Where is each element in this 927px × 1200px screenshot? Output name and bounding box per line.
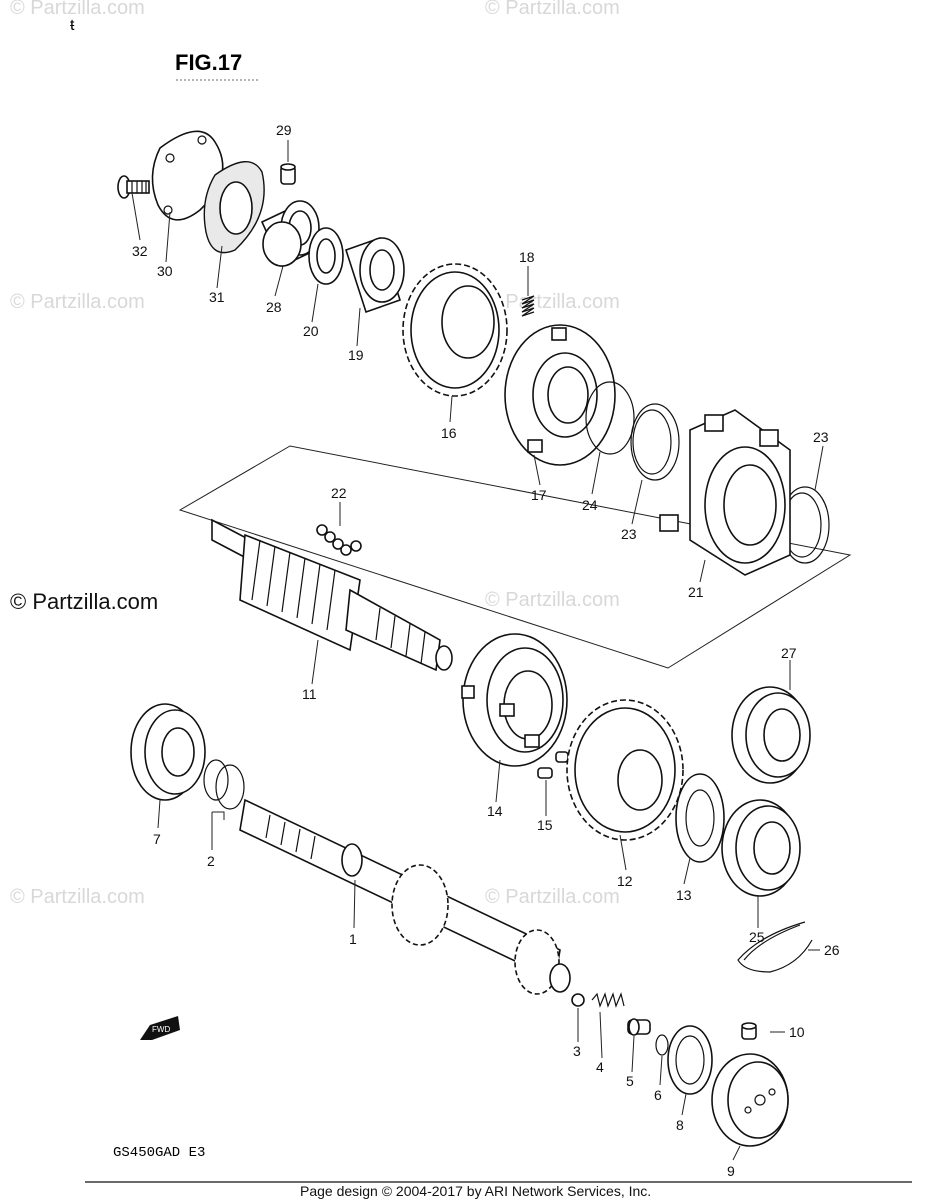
oring-part-6 (655, 1034, 669, 1056)
callout-20: 20 (303, 323, 319, 339)
fwd-arrow-icon: FWD (140, 1016, 180, 1040)
bearing-part-27 (731, 686, 811, 784)
callout-2: 2 (207, 853, 215, 869)
ball-part-3 (571, 993, 585, 1007)
callout-1: 1 (349, 931, 357, 947)
clutch-dog-part (659, 409, 791, 576)
snap-ring-part-23a (630, 403, 680, 481)
subassembly-outline (178, 445, 852, 669)
circlip-part-24 (585, 381, 635, 455)
callout-3: 3 (573, 1043, 581, 1059)
callout-21: 21 (688, 584, 704, 600)
cam-part-9 (711, 1053, 789, 1147)
callout-9: 9 (727, 1163, 735, 1179)
dowel-pin-part (280, 163, 296, 185)
callout-15: 15 (537, 817, 553, 833)
gasket-part (203, 161, 265, 254)
callout-12: 12 (617, 873, 633, 889)
circlip-part-26 (737, 921, 813, 973)
callout-14: 14 (487, 803, 503, 819)
screw-part (117, 175, 150, 199)
needle-bearing-part (260, 200, 322, 268)
bushing-part (344, 236, 405, 314)
drum-part-14 (461, 633, 568, 767)
watermark-center-upper: © Partzilla.com (485, 291, 620, 313)
output-shaft-part (211, 518, 453, 672)
callout-26: 26 (824, 942, 840, 958)
callout-32: 32 (132, 243, 148, 259)
cover-plate-part (151, 130, 224, 221)
fwd-label: FWD (152, 1025, 170, 1034)
watermark-center-lower: © Partzilla.com (485, 886, 620, 908)
gear-part-16 (402, 263, 508, 397)
footer-credit: Page design © 2004-2017 by ARI Network S… (300, 1183, 651, 1199)
callout-16: 16 (441, 425, 457, 441)
callout-17: 17 (531, 487, 547, 503)
callout-4: 4 (596, 1059, 604, 1075)
callout-19: 19 (348, 347, 364, 363)
leader-lines (131, 140, 824, 1161)
watermark-left-lower: © Partzilla.com (10, 886, 145, 908)
corner-mark: ŧ (70, 17, 75, 34)
callout-18: 18 (519, 249, 535, 265)
callout-6: 6 (654, 1087, 662, 1103)
plug-part-5 (627, 1018, 651, 1036)
watermark-center-middle: © Partzilla.com (485, 589, 620, 611)
callout-30: 30 (157, 263, 173, 279)
callout-28: 28 (266, 299, 282, 315)
bearing-part-7 (130, 703, 206, 801)
washer-part-13 (675, 773, 725, 863)
callout-24: 24 (582, 497, 598, 513)
spring-part-4 (591, 992, 625, 1008)
callout-27: 27 (781, 645, 797, 661)
callout-13: 13 (676, 887, 692, 903)
steel-balls-part (316, 524, 362, 556)
callout-10: 10 (789, 1024, 805, 1040)
callout-8: 8 (676, 1117, 684, 1133)
callout-29: 29 (276, 122, 292, 138)
snap-ring-part-2 (203, 759, 245, 810)
callout-23b: 23 (813, 429, 829, 445)
callout-7: 7 (153, 831, 161, 847)
holder-plate-part (504, 324, 616, 466)
pin-part-10 (741, 1022, 757, 1040)
callout-5: 5 (626, 1073, 634, 1089)
thrust-washer-part (308, 227, 344, 285)
callout-11: 11 (302, 686, 317, 702)
watermark-left-upper: © Partzilla.com (10, 291, 145, 313)
copyright-notice: © Partzilla.com (10, 589, 158, 614)
watermark-top-left: © Partzilla.com (10, 0, 145, 19)
bearing-part-25 (721, 799, 801, 897)
countershaft-part (239, 798, 571, 995)
gear-part-12 (566, 699, 684, 841)
callout-22: 22 (331, 485, 347, 501)
callout-23a: 23 (621, 526, 637, 542)
key-part-15 (537, 751, 569, 779)
washer-part-8 (667, 1025, 713, 1095)
model-code: GS450GAD E3 (113, 1145, 205, 1161)
callout-31: 31 (209, 289, 225, 305)
figure-title: FIG.17 (175, 50, 242, 75)
callout-25: 25 (749, 929, 765, 945)
watermark-top-center: © Partzilla.com (485, 0, 620, 19)
spring-part-18 (521, 295, 535, 317)
